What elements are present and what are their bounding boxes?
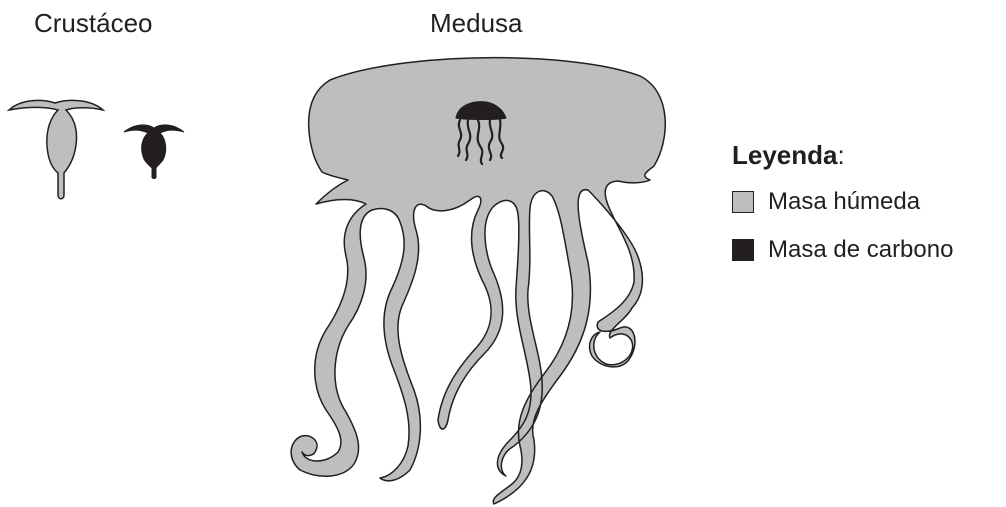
carbon-mass-swatch	[732, 239, 754, 261]
legend-title-colon: :	[838, 140, 845, 170]
wet-mass-label: Masa húmeda	[768, 188, 920, 216]
crustacean-wet-mass-icon	[9, 100, 103, 198]
crustacean-carbon-mass-icon	[124, 125, 184, 179]
wet-mass-swatch	[732, 191, 754, 213]
carbon-mass-label: Masa de carbono	[768, 236, 953, 264]
legend-title: Leyenda:	[732, 140, 845, 171]
legend-item-carbon-mass: Masa de carbono	[732, 236, 1002, 266]
legend: Leyenda: Masa húmeda Masa de carbono	[732, 140, 1002, 270]
legend-item-wet-mass: Masa húmeda	[732, 188, 1002, 218]
legend-title-text: Leyenda	[732, 140, 838, 170]
